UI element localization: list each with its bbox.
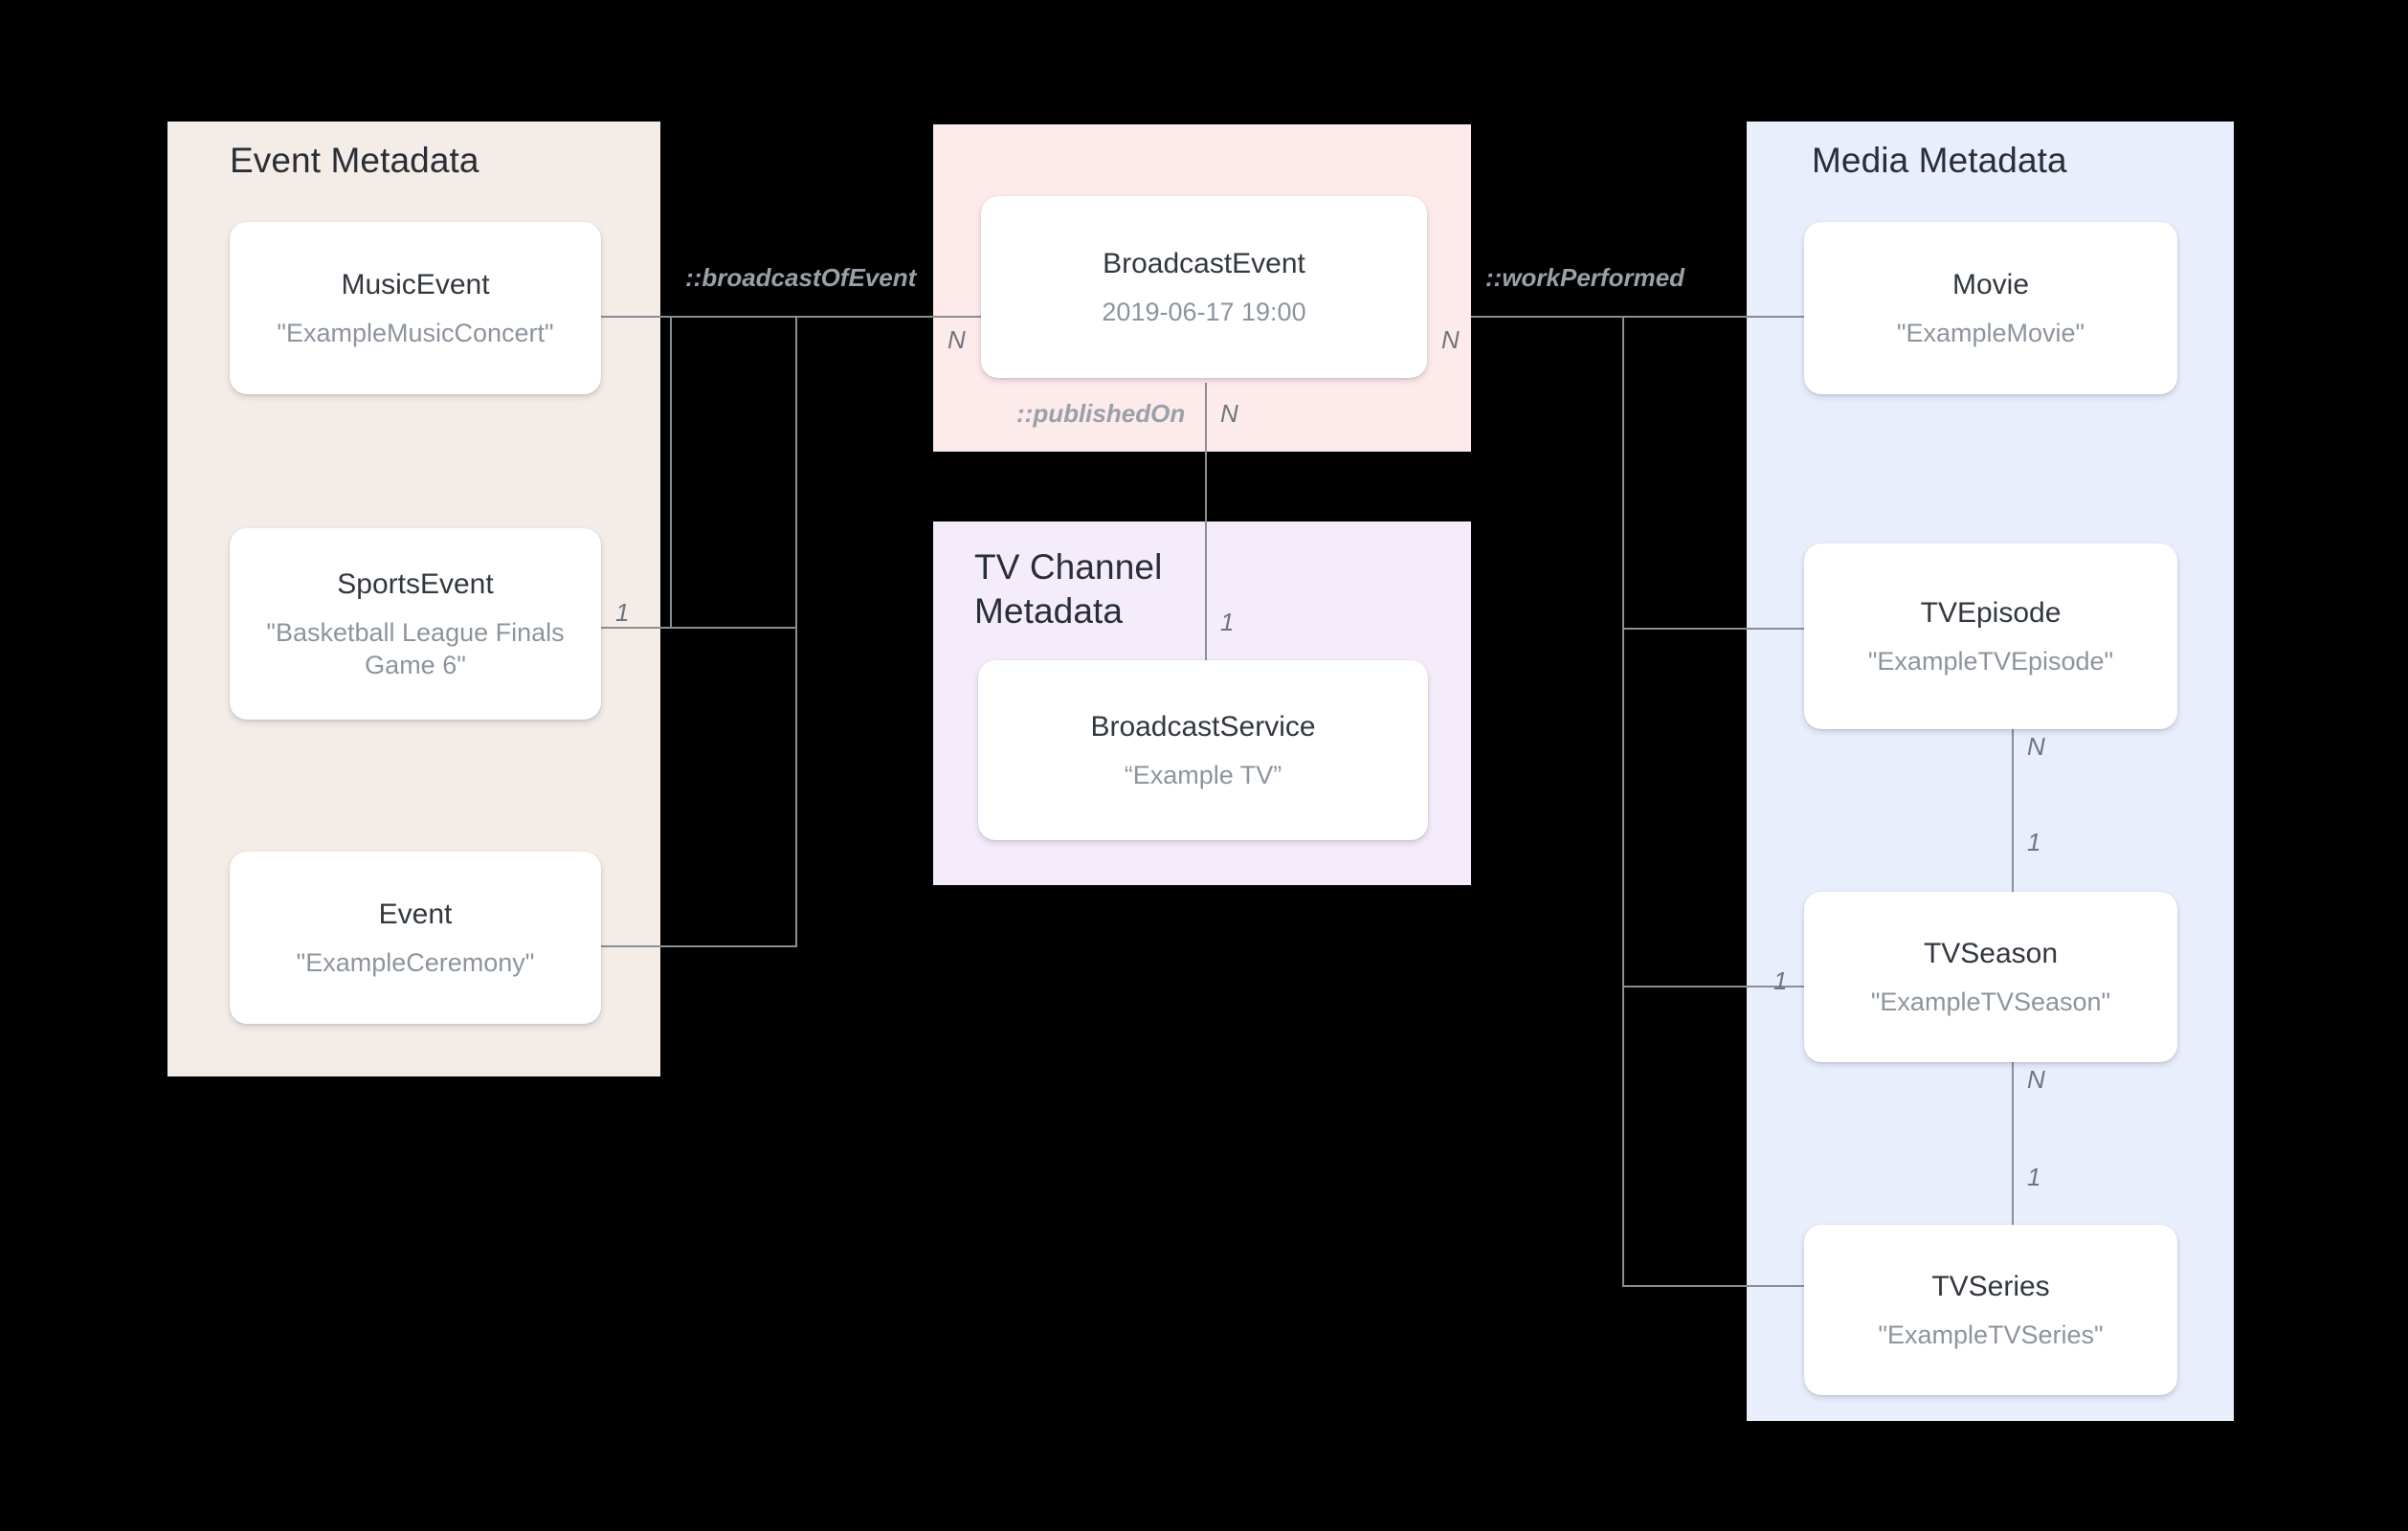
edge-tv-episode-to-tv-season [2012, 729, 2014, 892]
node-tv-series[interactable]: TVSeries "ExampleTVSeries" [1804, 1225, 2177, 1395]
cardinality-broadcast-event-left: N [948, 325, 966, 354]
relation-label-broadcast-of-event: ::broadcastOfEvent [685, 263, 917, 292]
node-tv-episode[interactable]: TVEpisode "ExampleTVEpisode" [1804, 544, 2177, 729]
edge-tv-season-to-tv-series [2012, 1062, 2014, 1225]
panel-title-event-metadata: Event Metadata [230, 141, 479, 180]
cardinality-tv-season-top: 1 [2027, 828, 2041, 856]
edge-music-event-stub [598, 316, 797, 318]
edge-published-on [1205, 383, 1207, 660]
node-title: MusicEvent [341, 269, 490, 300]
panel-title-media-metadata: Media Metadata [1812, 141, 2067, 180]
node-title: TVSeries [1931, 1271, 2050, 1302]
node-broadcast-service[interactable]: BroadcastService “Example TV” [978, 660, 1428, 840]
cardinality-published-on-top: N [1220, 399, 1238, 428]
node-tv-season[interactable]: TVSeason "ExampleTVSeason" [1804, 892, 2177, 1062]
edge-left-bus [795, 316, 797, 947]
edge-right-bus-to-tv-series [1622, 1285, 1804, 1287]
cardinality-tv-episode-bottom: N [2027, 732, 2045, 761]
cardinality-sports-event-right: 1 [615, 598, 630, 627]
edge-right-bus [1622, 316, 1624, 1285]
edge-right-bus-to-tv-season [1622, 986, 1804, 987]
cardinality-tv-series-top: 1 [2027, 1163, 2041, 1191]
node-title: TVEpisode [1920, 597, 2062, 629]
node-subtitle: "ExampleTVEpisode" [1867, 647, 2114, 676]
node-subtitle: "ExampleCeremony" [296, 948, 535, 977]
panel-title-tv-channel-metadata: TV Channel Metadata [974, 547, 1163, 631]
edge-broadcast-event-to-right-bus [1471, 316, 1624, 318]
relation-label-work-performed: ::workPerformed [1485, 263, 1685, 292]
edge-left-inner-riser [670, 316, 672, 627]
edge-right-bus-to-tv-episode [1622, 628, 1804, 630]
relation-label-published-on: ::publishedOn [1016, 399, 1186, 428]
node-broadcast-event[interactable]: BroadcastEvent 2019-06-17 19:00 [981, 196, 1427, 378]
node-sports-event[interactable]: SportsEvent "Basketball League Finals Ga… [230, 528, 601, 720]
node-subtitle: "ExampleMusicConcert" [277, 319, 554, 347]
node-title: Movie [1951, 269, 2030, 300]
cardinality-broadcast-service-top: 1 [1220, 608, 1235, 636]
node-event[interactable]: Event "ExampleCeremony" [230, 852, 601, 1024]
cardinality-tv-season-bottom: N [2027, 1065, 2045, 1094]
cardinality-tv-season-left: 1 [1773, 966, 1788, 995]
node-subtitle: "ExampleTVSeries" [1878, 1320, 2104, 1349]
node-subtitle: “Example TV” [1124, 761, 1282, 789]
node-subtitle: "ExampleMovie" [1896, 319, 2085, 347]
node-title: TVSeason [1923, 938, 2059, 969]
node-movie[interactable]: Movie "ExampleMovie" [1804, 222, 2177, 394]
node-title: BroadcastEvent [1103, 248, 1305, 279]
edge-right-bus-to-movie [1622, 316, 1804, 318]
node-subtitle: 2019-06-17 19:00 [1102, 298, 1306, 326]
node-title: BroadcastService [1090, 711, 1316, 743]
cardinality-broadcast-event-right: N [1441, 325, 1460, 354]
node-subtitle: "Basketball League Finals Game 6" [266, 618, 565, 679]
node-music-event[interactable]: MusicEvent "ExampleMusicConcert" [230, 222, 601, 394]
node-title: Event [378, 899, 453, 930]
edge-event-stub [598, 945, 797, 947]
node-subtitle: "ExampleTVSeason" [1870, 987, 2111, 1016]
node-title: SportsEvent [337, 568, 494, 600]
edge-left-bus-to-broadcast-event [795, 316, 1001, 318]
edge-sports-event-stub [598, 627, 797, 629]
